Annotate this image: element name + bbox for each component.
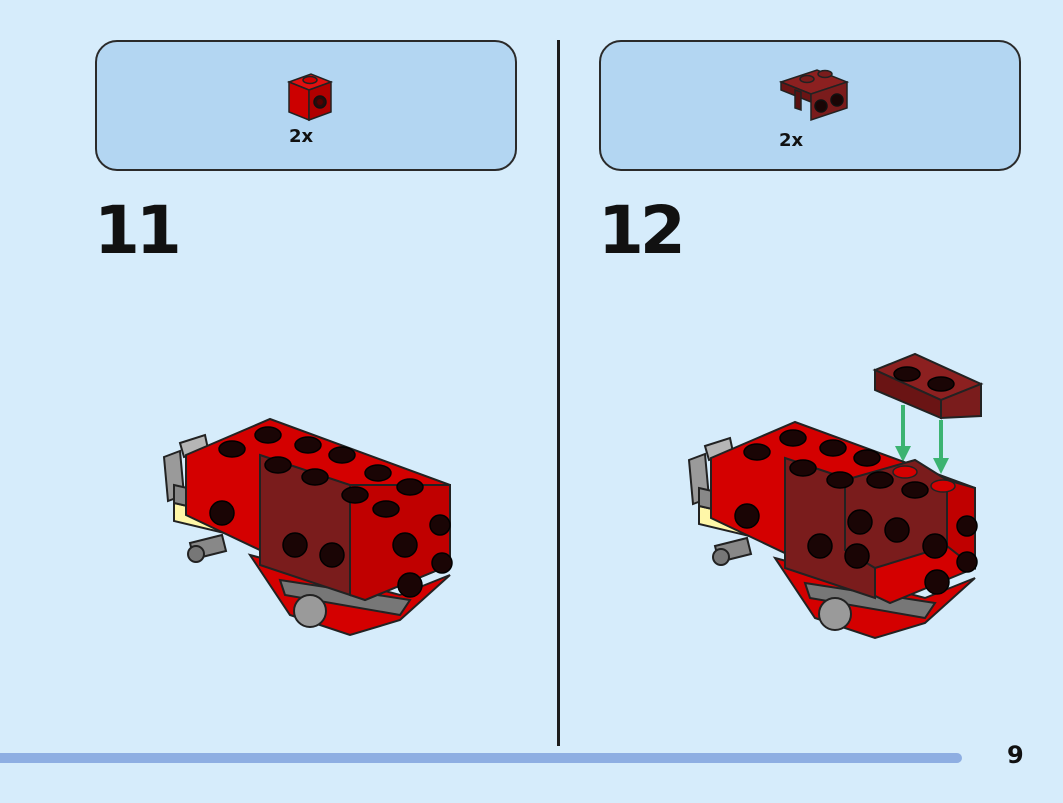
- part-quantity: 2x: [779, 130, 804, 151]
- step-number: 12: [598, 192, 686, 269]
- progress-bar: [0, 753, 962, 763]
- step-11-model-illustration: [162, 417, 453, 637]
- parts-callout-step-12: 2x: [599, 40, 1021, 171]
- page-divider: [557, 40, 560, 746]
- step-number: 11: [94, 192, 182, 269]
- page-number: 9: [1007, 741, 1024, 769]
- part-quantity: 2x: [289, 126, 314, 147]
- step-12-model-illustration: [687, 352, 984, 640]
- dark-red-bracket-plate-icon: [778, 69, 850, 122]
- placement-arrows: [895, 405, 949, 474]
- parts-callout-step-11: 2x: [95, 40, 517, 171]
- red-1x1-brick-with-stud-icon: [286, 73, 334, 122]
